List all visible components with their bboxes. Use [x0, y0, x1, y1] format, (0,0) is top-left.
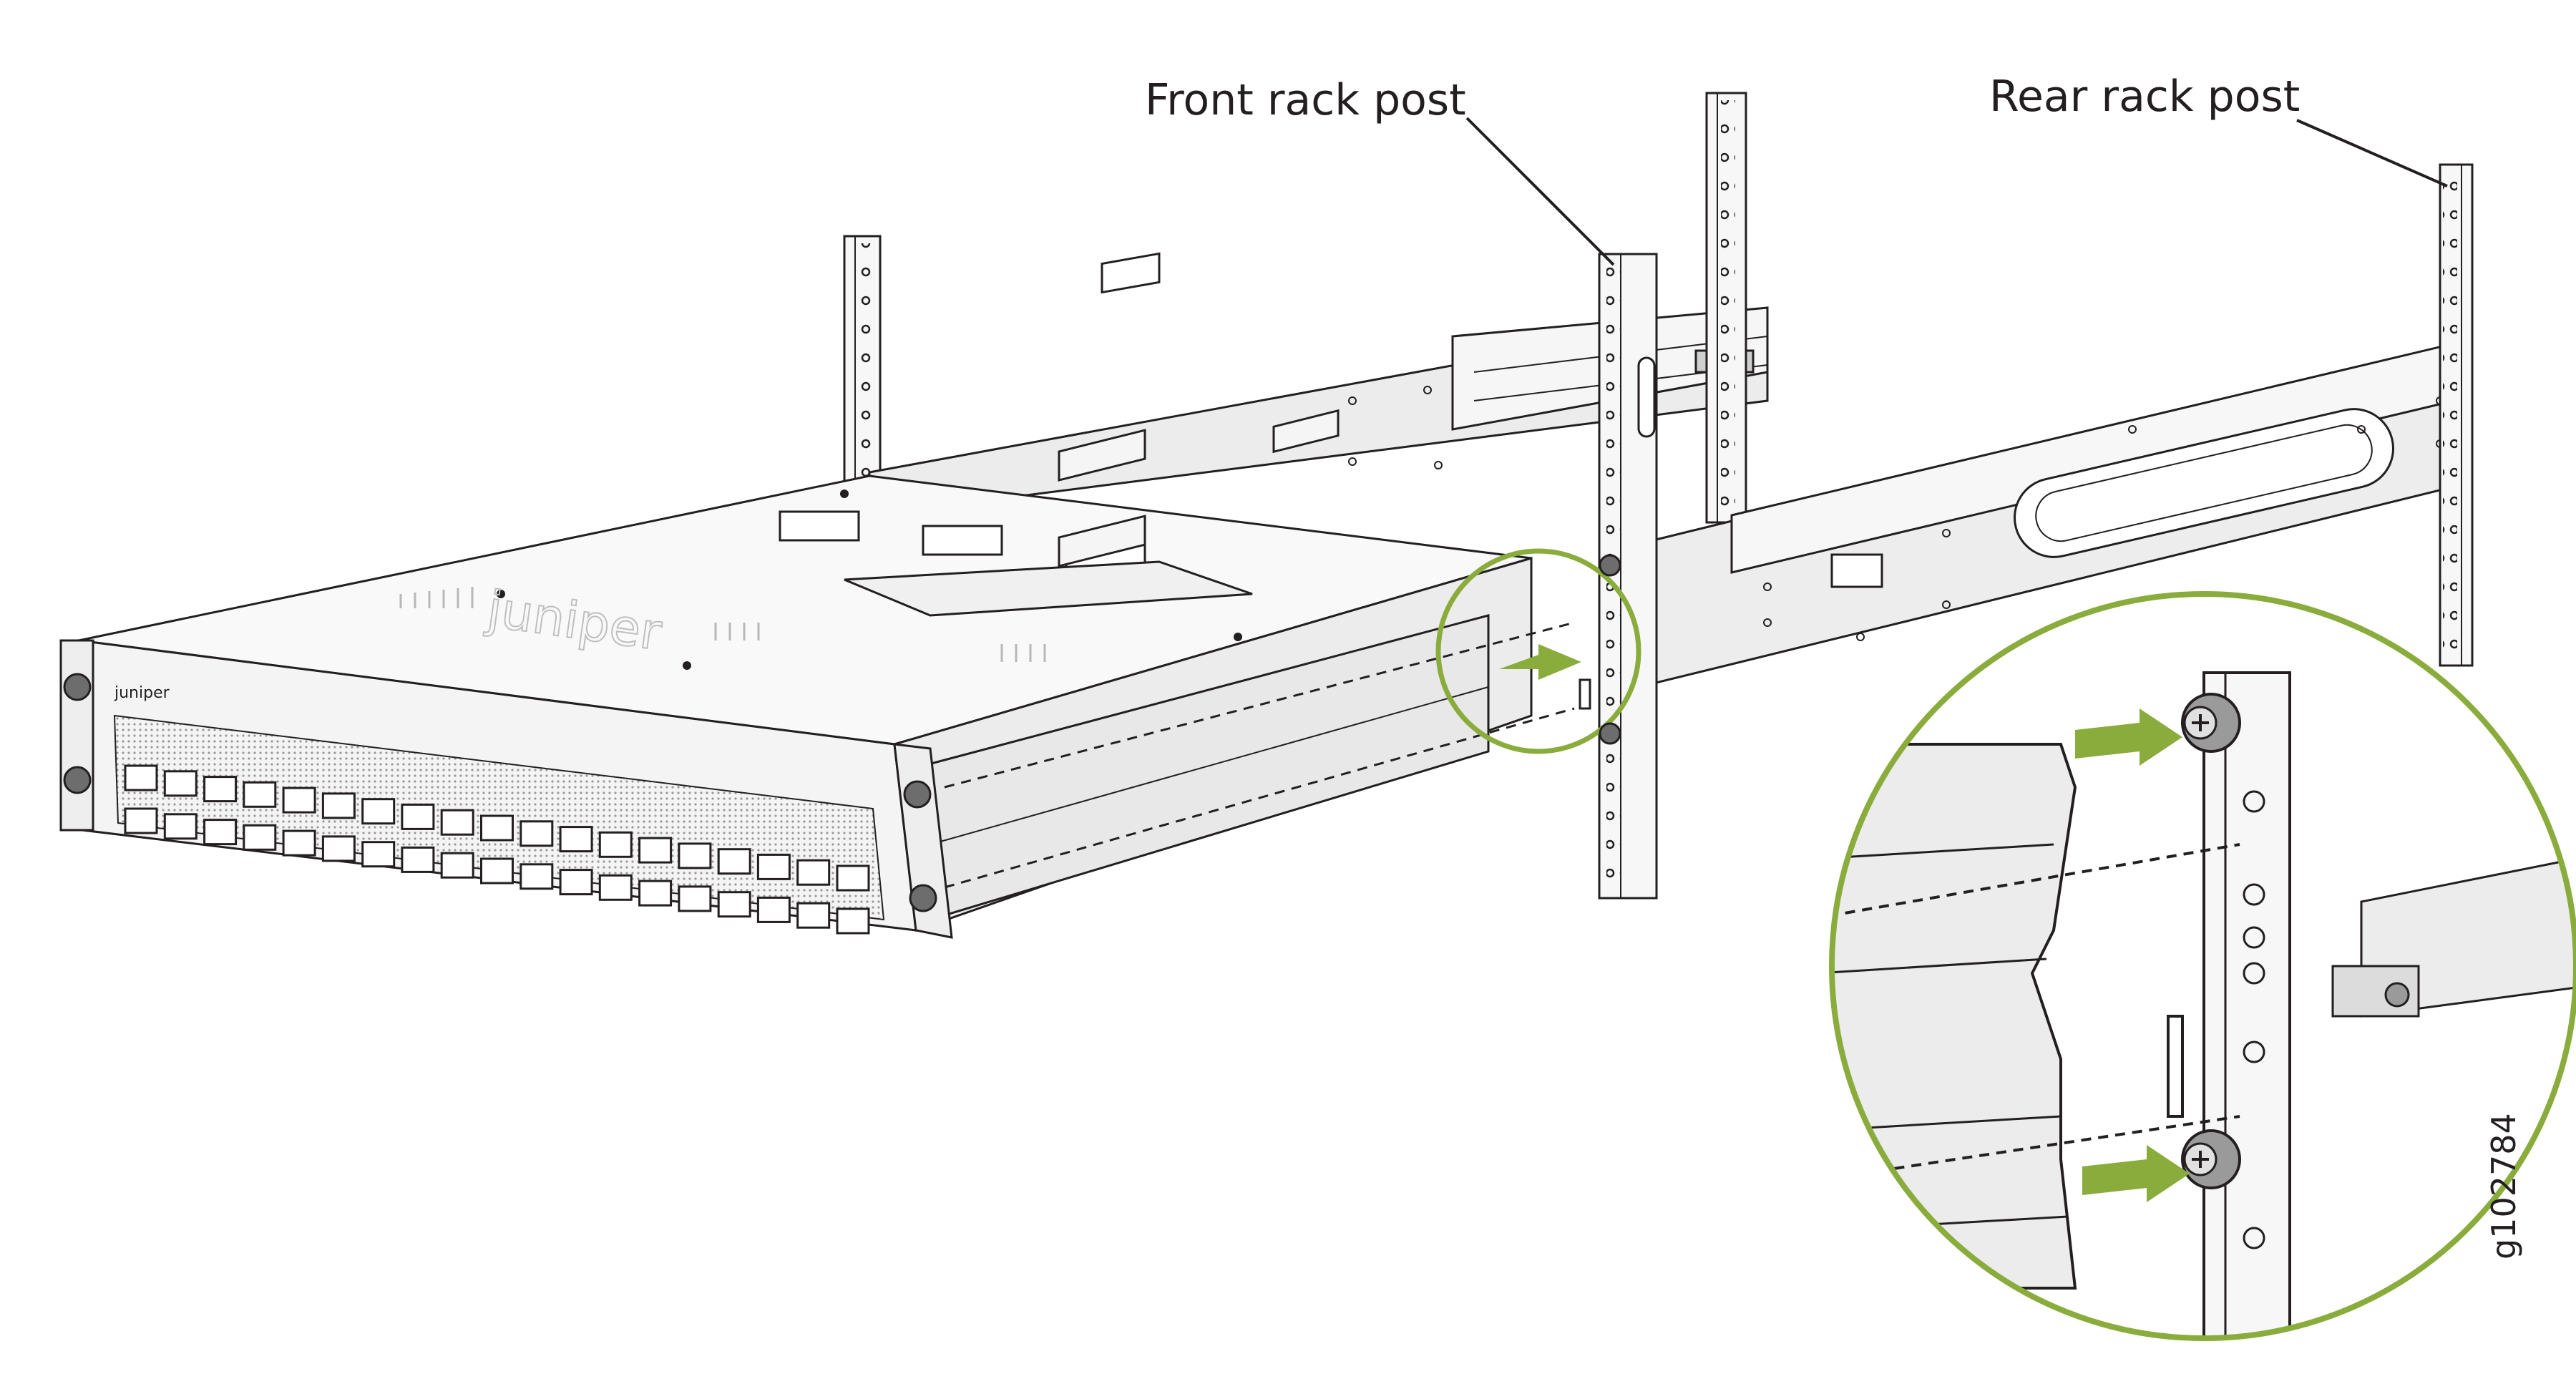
port-cage — [243, 824, 277, 851]
port-cage — [243, 781, 277, 808]
port-cage — [519, 863, 554, 890]
port-cage — [480, 814, 514, 842]
port-cage — [836, 907, 870, 935]
port-cage — [796, 859, 831, 886]
port-cage — [756, 896, 791, 923]
small-callout-circle — [1435, 548, 1641, 754]
zoom-detail — [1829, 591, 2576, 1341]
port-cage — [756, 853, 791, 880]
port-cage — [717, 891, 751, 918]
lower-screw-icon — [2181, 1129, 2241, 1189]
front-leader-line — [1465, 117, 1615, 266]
port-cage — [638, 880, 673, 907]
port-cage — [559, 869, 593, 896]
port-cage — [717, 848, 751, 875]
rear-leader-line — [2296, 119, 2448, 187]
figure-id: g102784 — [2484, 1113, 2523, 1260]
upper-arrow-icon — [2075, 708, 2182, 766]
port-cage — [678, 885, 712, 912]
rear-center-rack-post — [1705, 92, 1747, 524]
port-cage — [282, 786, 316, 814]
port-cage — [203, 819, 238, 846]
upper-screw-icon — [2181, 693, 2241, 753]
port-cage — [519, 820, 554, 847]
switch-chassis: juniper juniper — [59, 409, 1575, 939]
port-cage — [401, 846, 435, 873]
port-cage — [401, 803, 435, 830]
port-cage — [163, 770, 197, 797]
port-cage — [282, 829, 316, 857]
port-cage — [678, 842, 712, 869]
rear-rack-post-label-group: Rear rack post — [1989, 72, 2448, 187]
port-cage — [638, 837, 673, 864]
lower-arrow-icon — [2082, 1145, 2190, 1202]
rear-left-rack-post — [843, 235, 882, 502]
small-arrow-icon — [1499, 644, 1581, 680]
port-cage — [480, 857, 514, 885]
port-cage — [440, 809, 474, 836]
port-cage — [124, 807, 158, 834]
lower-right-rail — [1637, 342, 2456, 688]
port-cage — [440, 852, 474, 879]
port-cage — [598, 874, 633, 901]
port-cage — [321, 835, 356, 862]
rear-rack-post — [2439, 163, 2474, 667]
port-cage — [836, 864, 870, 892]
front-logo: juniper — [114, 684, 170, 702]
port-cage — [598, 831, 633, 858]
port-cage — [559, 826, 593, 853]
port-cage — [796, 902, 831, 929]
rear-rack-post-label: Rear rack post — [1989, 72, 2300, 122]
port-cage — [321, 792, 356, 819]
front-rack-post-label: Front rack post — [1145, 75, 1466, 125]
port-array — [124, 764, 870, 935]
port-cage — [361, 841, 396, 868]
port-cage — [124, 764, 158, 791]
front-rack-post-label-group: Front rack post — [1145, 75, 1615, 266]
port-cage — [203, 776, 238, 803]
port-cage — [361, 798, 396, 825]
port-cage — [163, 813, 197, 840]
